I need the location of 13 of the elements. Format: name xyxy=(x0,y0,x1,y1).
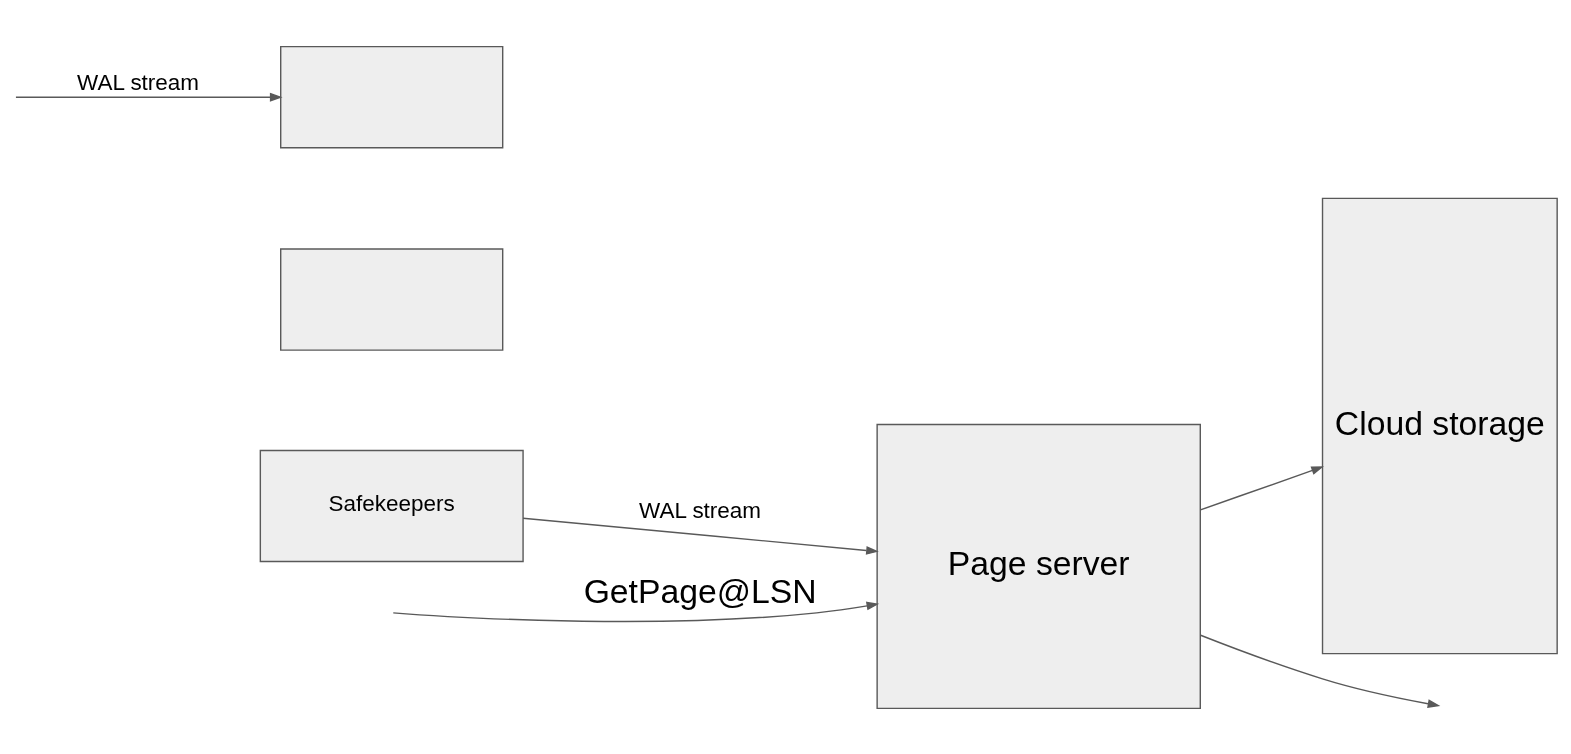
edge-label: GetPage@LSN xyxy=(583,571,817,610)
edge-label: WAL stream xyxy=(639,497,762,523)
arrow xyxy=(522,517,879,555)
node-box: Cloud storage xyxy=(1321,197,1558,654)
arrow xyxy=(392,601,880,622)
edge-label: WAL stream xyxy=(77,69,200,95)
node-box: Safekeepers xyxy=(259,449,524,562)
node-box xyxy=(280,45,504,148)
arrow xyxy=(1199,465,1324,511)
arrow xyxy=(15,92,283,102)
node-box: Page server xyxy=(876,423,1201,709)
node-box xyxy=(280,247,504,351)
arrow xyxy=(1199,634,1441,708)
